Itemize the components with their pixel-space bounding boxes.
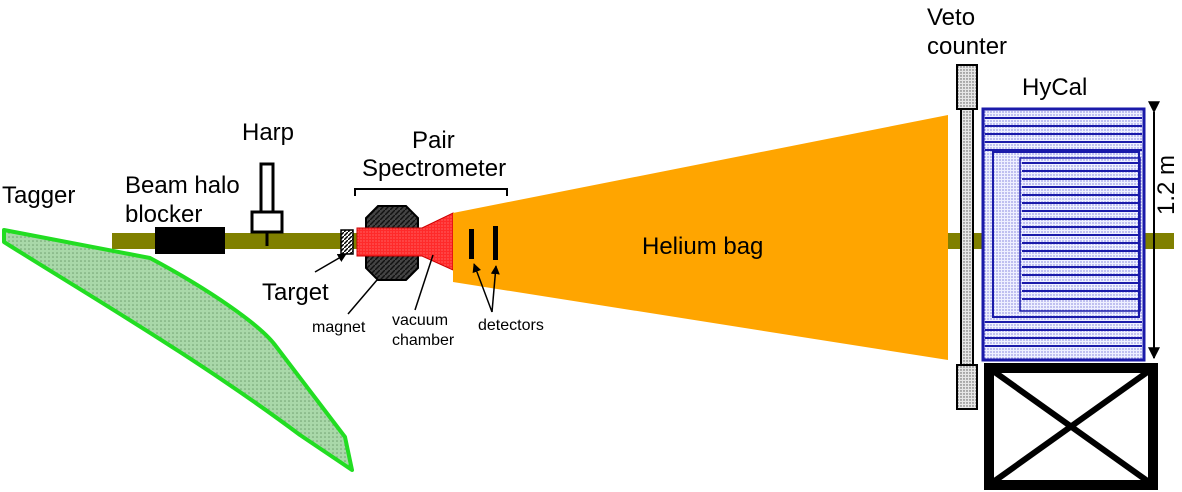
veto-counter-label-1: Veto [927,4,975,31]
vacuum-chamber-label-2: chamber [392,332,455,349]
detector-1 [469,229,474,259]
veto-counter-label-2: counter [927,33,1007,60]
vacuum-chamber-label-1: vacuum [392,312,448,329]
helium-bag-label: Helium bag [642,233,763,260]
harp-label: Harp [242,119,294,146]
detector-2 [493,226,498,260]
hycal-label: HyCal [1022,74,1087,101]
beam-halo-blocker [155,227,225,254]
veto-counter-top [956,64,978,110]
hycal-stand [984,363,1158,490]
hycal-calorimeter [981,107,1146,362]
pair-spectrometer-label-1: Pair [412,127,455,154]
helium-bag [453,115,948,360]
target [340,229,354,255]
target-label: Target [262,279,329,306]
magnet-label: magnet [312,319,366,336]
veto-counter-bottom [956,364,978,410]
tagger-magnet [2,228,354,472]
tagger-label: Tagger [2,182,75,209]
detectors-label: detectors [478,317,544,334]
pair-spectrometer-bracket [354,188,508,196]
veto-counter-plane [960,108,974,366]
harp-body [259,162,275,216]
dimension-label: 1.2 m [1153,155,1180,215]
harp-head [250,210,284,234]
pair-spectrometer-label-2: Spectrometer [362,155,506,182]
beam-halo-blocker-label-1: Beam halo [125,172,240,199]
beam-halo-blocker-label-2: blocker [125,201,202,228]
